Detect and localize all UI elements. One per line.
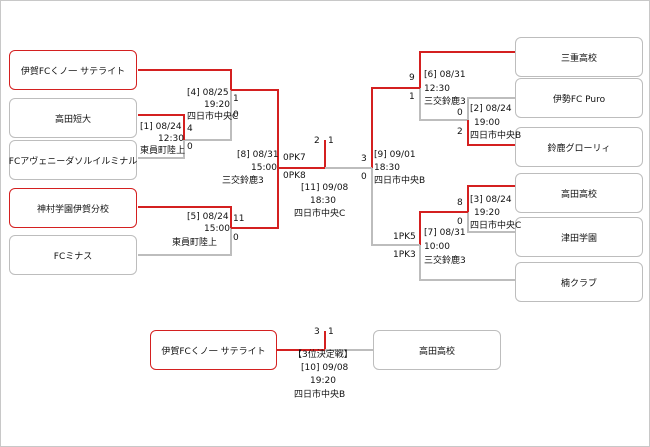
match-6-venue: 三交鈴鹿3 — [424, 97, 466, 107]
match-1-score-top: 4 — [187, 124, 193, 134]
match-3-number: [3] 08/24 — [470, 195, 512, 205]
line-m7-advance — [371, 168, 420, 246]
line-m3-bottom — [467, 212, 515, 233]
line-m5-advance — [231, 168, 279, 229]
match-8-number: [8] 08/31 — [237, 150, 279, 160]
team-ise-fc-puro[interactable]: 伊勢FC Puro — [515, 78, 643, 118]
match-7-number: [7] 08/31 — [424, 228, 466, 238]
match-11-score-right: 1 — [328, 136, 334, 146]
team-mie-koko[interactable]: 三重高校 — [515, 37, 643, 77]
match-4-venue: 四日市中央C — [187, 112, 239, 122]
match-8-score-bottom: 0PK8 — [283, 171, 306, 181]
match-7-venue: 三交鈴鹿3 — [424, 256, 466, 266]
match-11-venue: 四日市中央C — [294, 209, 346, 219]
line-m4-top — [138, 69, 232, 90]
match-3-venue: 四日市中央C — [470, 221, 522, 231]
match-4-score-bottom: 0 — [233, 110, 239, 120]
match-7-score-top: 1PK5 — [393, 232, 416, 242]
match-8-time: 15:00 — [251, 163, 277, 173]
line-m6-top — [419, 51, 515, 88]
team-kamimura-iga[interactable]: 神村学園伊賀分校 — [9, 188, 137, 228]
match-9-score-bottom: 0 — [361, 172, 367, 182]
match-4-score-top: 1 — [233, 94, 239, 104]
match-7-time: 10:00 — [424, 242, 450, 252]
line-m4-advance — [231, 89, 279, 168]
team-third-right[interactable]: 高田高校 — [373, 330, 501, 370]
match-9-score-top: 3 — [361, 154, 367, 164]
match-5-time: 15:00 — [204, 224, 230, 234]
team-fc-avenida[interactable]: FCアヴェニーダソルイルミナル — [9, 140, 137, 180]
match-11-number: [11] 09/08 — [301, 183, 349, 193]
line-m2-bottom — [467, 120, 515, 146]
line-m6-advance — [371, 87, 420, 168]
match-5-venue: 東員町陸上 — [172, 238, 218, 248]
match-2-score-top: 0 — [457, 108, 463, 118]
match-1-venue: 東員町陸上 — [140, 146, 186, 156]
match-4-number: [4] 08/25 — [187, 88, 229, 98]
match-5-number: [5] 08/24 — [187, 212, 229, 222]
match-3-score-top: 8 — [457, 198, 463, 208]
match-11-score-left: 2 — [314, 136, 320, 146]
team-kusunoki-club[interactable]: 楠クラブ — [515, 262, 643, 302]
team-fc-minas[interactable]: FCミナス — [9, 235, 137, 275]
match-10-time: 19:20 — [310, 376, 336, 386]
line-m5-bottom — [138, 228, 232, 256]
match-8-venue: 三交鈴鹿3 — [222, 176, 264, 186]
team-tsuda-gakuen[interactable]: 津田学園 — [515, 217, 643, 257]
match-3-time: 19:20 — [474, 208, 500, 218]
match-1-score-bottom: 0 — [187, 142, 193, 152]
match-10-score-left: 3 — [314, 327, 320, 337]
match-9-venue: 四日市中央B — [374, 176, 426, 186]
team-suzuka-glory[interactable]: 鈴鹿グローリィ — [515, 127, 643, 167]
line-m7-top — [419, 211, 468, 245]
match-4-time: 19:20 — [204, 100, 230, 110]
team-third-left[interactable]: 伊賀FCくノ一 サテライト — [150, 330, 277, 370]
line-m2-top — [467, 97, 515, 120]
line-m1-bottom — [138, 140, 185, 159]
line-m7-bottom — [419, 245, 515, 281]
team-takada-tandai[interactable]: 高田短大 — [9, 98, 137, 138]
match-5-score-top: 11 — [233, 214, 245, 224]
match-9-time: 18:30 — [374, 163, 400, 173]
match-10-number: [10] 09/08 — [301, 363, 349, 373]
match-2-venue: 四日市中央B — [470, 131, 522, 141]
match-10-title: 【3位決定戦】 — [293, 350, 353, 360]
match-1-time: 12:30 — [158, 134, 184, 144]
line-m1-top — [138, 114, 185, 140]
match-6-number: [6] 08/31 — [424, 70, 466, 80]
line-m3-top — [467, 185, 515, 212]
team-takada-koko[interactable]: 高田高校 — [515, 173, 643, 213]
line-m4-bottom — [184, 90, 232, 141]
line-m6-bottom — [419, 88, 468, 121]
match-10-score-right: 1 — [328, 327, 334, 337]
match-6-time: 12:30 — [424, 84, 450, 94]
match-5-score-bottom: 0 — [233, 233, 239, 243]
match-9-number: [9] 09/01 — [374, 150, 416, 160]
team-iga-fc-satellite[interactable]: 伊賀FCくノ一 サテライト — [9, 50, 137, 90]
match-3-score-bottom: 0 — [457, 217, 463, 227]
match-8-score-top: 0PK7 — [283, 153, 306, 163]
match-11-time: 18:30 — [310, 196, 336, 206]
match-2-number: [2] 08/24 — [470, 104, 512, 114]
match-2-score-bottom: 2 — [457, 127, 463, 137]
match-2-time: 19:00 — [474, 118, 500, 128]
line-m5-top — [138, 206, 232, 228]
match-6-score-bottom: 1 — [409, 92, 415, 102]
match-10-venue: 四日市中央B — [294, 390, 346, 400]
match-6-score-top: 9 — [409, 73, 415, 83]
match-1-number: [1] 08/24 — [140, 122, 182, 132]
match-7-score-bottom: 1PK3 — [393, 250, 416, 260]
